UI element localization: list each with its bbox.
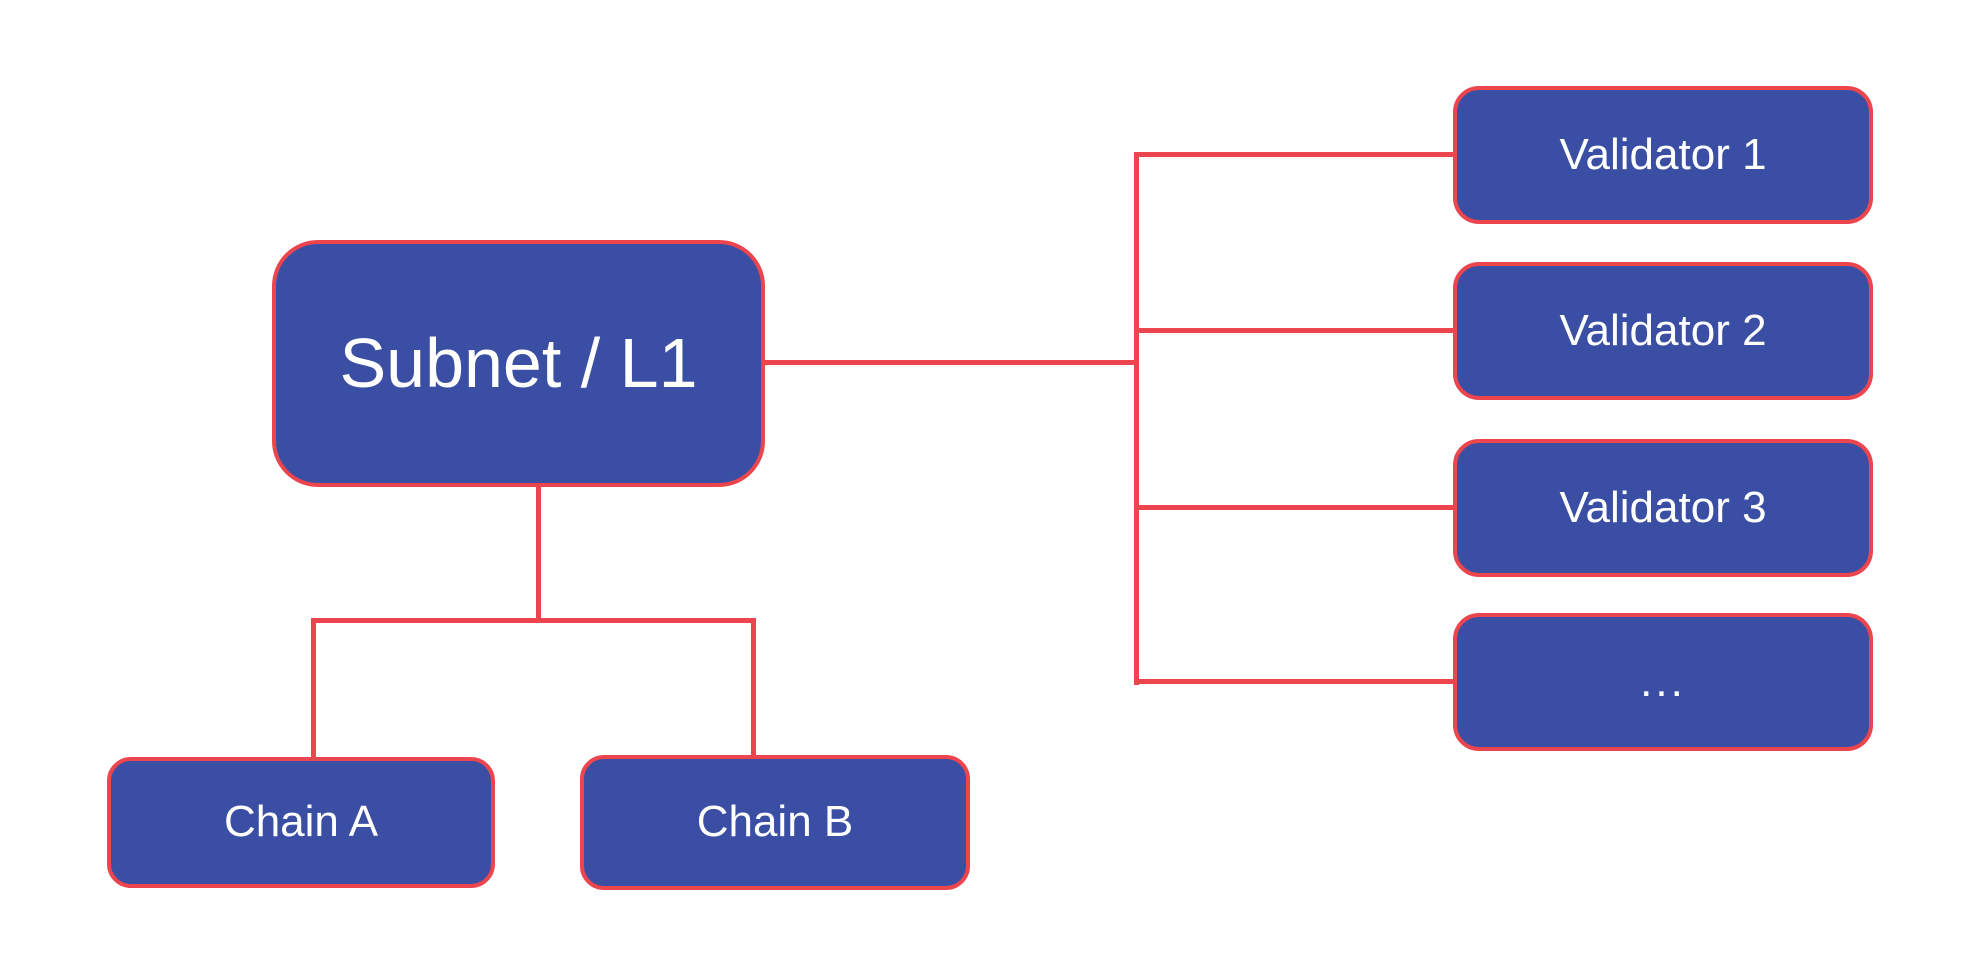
connector-validator-trunk [1134,152,1139,685]
subnet-node: Subnet / L1 [272,240,765,487]
connector-branch-validator-3 [1134,505,1453,510]
chain-b-node: Chain B [580,755,970,890]
connector-branch-ellipsis [1134,679,1453,684]
validator-1-node: Validator 1 [1453,86,1873,224]
validator-ellipsis-label: ... [1640,656,1686,706]
validator-ellipsis-node: ... [1453,613,1873,751]
validator-2-node: Validator 2 [1453,262,1873,400]
connector-branch-validator-2 [1134,328,1453,333]
connector-chain-split [311,618,756,623]
connector-leg-chain-b [751,618,756,757]
chain-b-label: Chain B [696,797,854,847]
chain-a-label: Chain A [223,797,379,847]
chain-a-node: Chain A [107,757,495,888]
connector-subnet-drop [536,485,541,622]
connector-branch-validator-1 [1134,152,1453,157]
validator-3-label: Validator 3 [1559,482,1767,532]
connector-subnet-to-trunk [765,360,1138,365]
validator-3-node: Validator 3 [1453,439,1873,577]
subnet-label: Subnet / L1 [339,324,698,403]
validator-1-label: Validator 1 [1559,129,1767,179]
validator-2-label: Validator 2 [1559,305,1767,355]
connector-leg-chain-a [311,618,316,759]
